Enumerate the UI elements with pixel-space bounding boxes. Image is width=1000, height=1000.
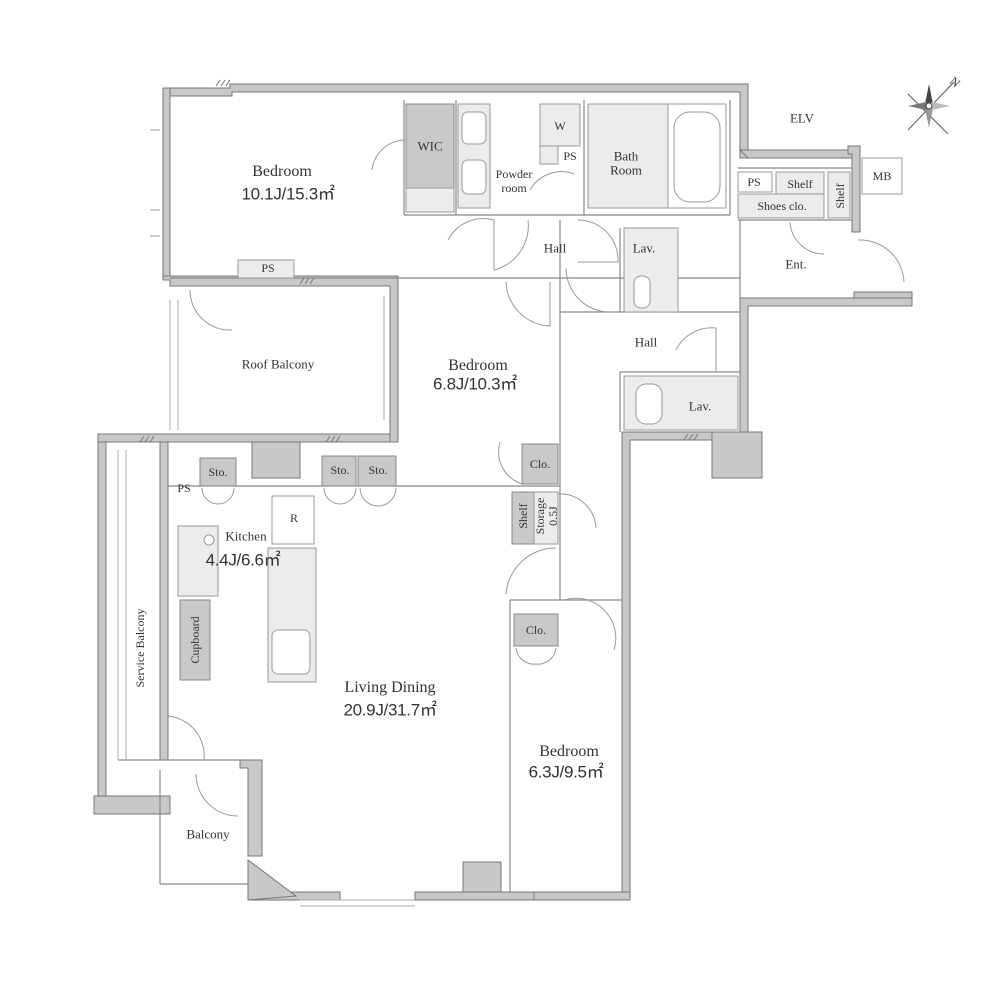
living-area: 20.9J/31.7㎡ (343, 700, 437, 720)
door-swings (150, 129, 905, 817)
hall-label-lower: Hall (634, 334, 658, 350)
storage-label-hall: Storage (533, 497, 547, 535)
lav-label-lower: Lav. (688, 398, 712, 414)
closet-label-bedroom3: Clo. (525, 623, 547, 637)
elv-label: ELV (789, 110, 815, 126)
storage-size-label: 0.5J (546, 506, 560, 526)
bedroom1-name: Bedroom (252, 163, 312, 180)
bedroom1-area: 10.1J/15.3㎡ (241, 184, 335, 204)
kitchen-name: Kitchen (225, 528, 267, 544)
living-name: Living Dining (344, 679, 436, 696)
bedroom3-area: 6.3J/9.5㎡ (528, 762, 604, 782)
shoes-closet-label: Shoes clo. (757, 199, 807, 213)
shelf-label-hall: Shelf (516, 503, 530, 529)
wall-hatches (139, 79, 699, 443)
hall-label-upper: Hall (543, 240, 567, 256)
mb-label: MB (872, 169, 892, 183)
storage-label-1: Sto. (330, 463, 350, 477)
bath-label: Bath (613, 148, 639, 164)
storage-label-2: Sto. (368, 463, 388, 477)
refrigerator-label: R (289, 511, 299, 525)
entrance-label: Ent. (785, 256, 807, 272)
w-label: W (554, 119, 566, 133)
kitchen-area: 4.4J/6.6㎡ (205, 550, 281, 570)
bedroom2-area: 6.8J/10.3㎡ (433, 374, 517, 394)
bedroom2-name: Bedroom (448, 357, 508, 374)
ps-label-entrance: PS (747, 175, 761, 189)
ps-label-bath: PS (563, 149, 577, 163)
powder-room-label: room (501, 181, 527, 195)
lav-label-upper: Lav. (632, 240, 656, 256)
compass-rose-icon (907, 81, 955, 135)
shelf-label-vertical: Shelf (833, 183, 847, 209)
powder-label: Powder (495, 167, 533, 181)
wic-label: WIC (417, 138, 443, 154)
service-balcony-label: Service Balcony (133, 608, 147, 688)
cupboard-label: Cupboard (188, 616, 202, 664)
bedroom3-name: Bedroom (539, 743, 599, 760)
shelf-label-entrance: Shelf (787, 177, 813, 191)
closet-label-bedroom2: Clo. (529, 457, 551, 471)
ps-label-kitchen: PS (177, 481, 191, 495)
roof-balcony-label: Roof Balcony (241, 356, 315, 372)
storage-label-kitchen: Sto. (208, 465, 228, 479)
balcony-label: Balcony (186, 826, 230, 842)
storage-blocks (177, 103, 903, 683)
bath-room-label: Room (610, 162, 642, 178)
ps-label-roof: PS (261, 261, 275, 275)
interior-walls (117, 100, 852, 907)
